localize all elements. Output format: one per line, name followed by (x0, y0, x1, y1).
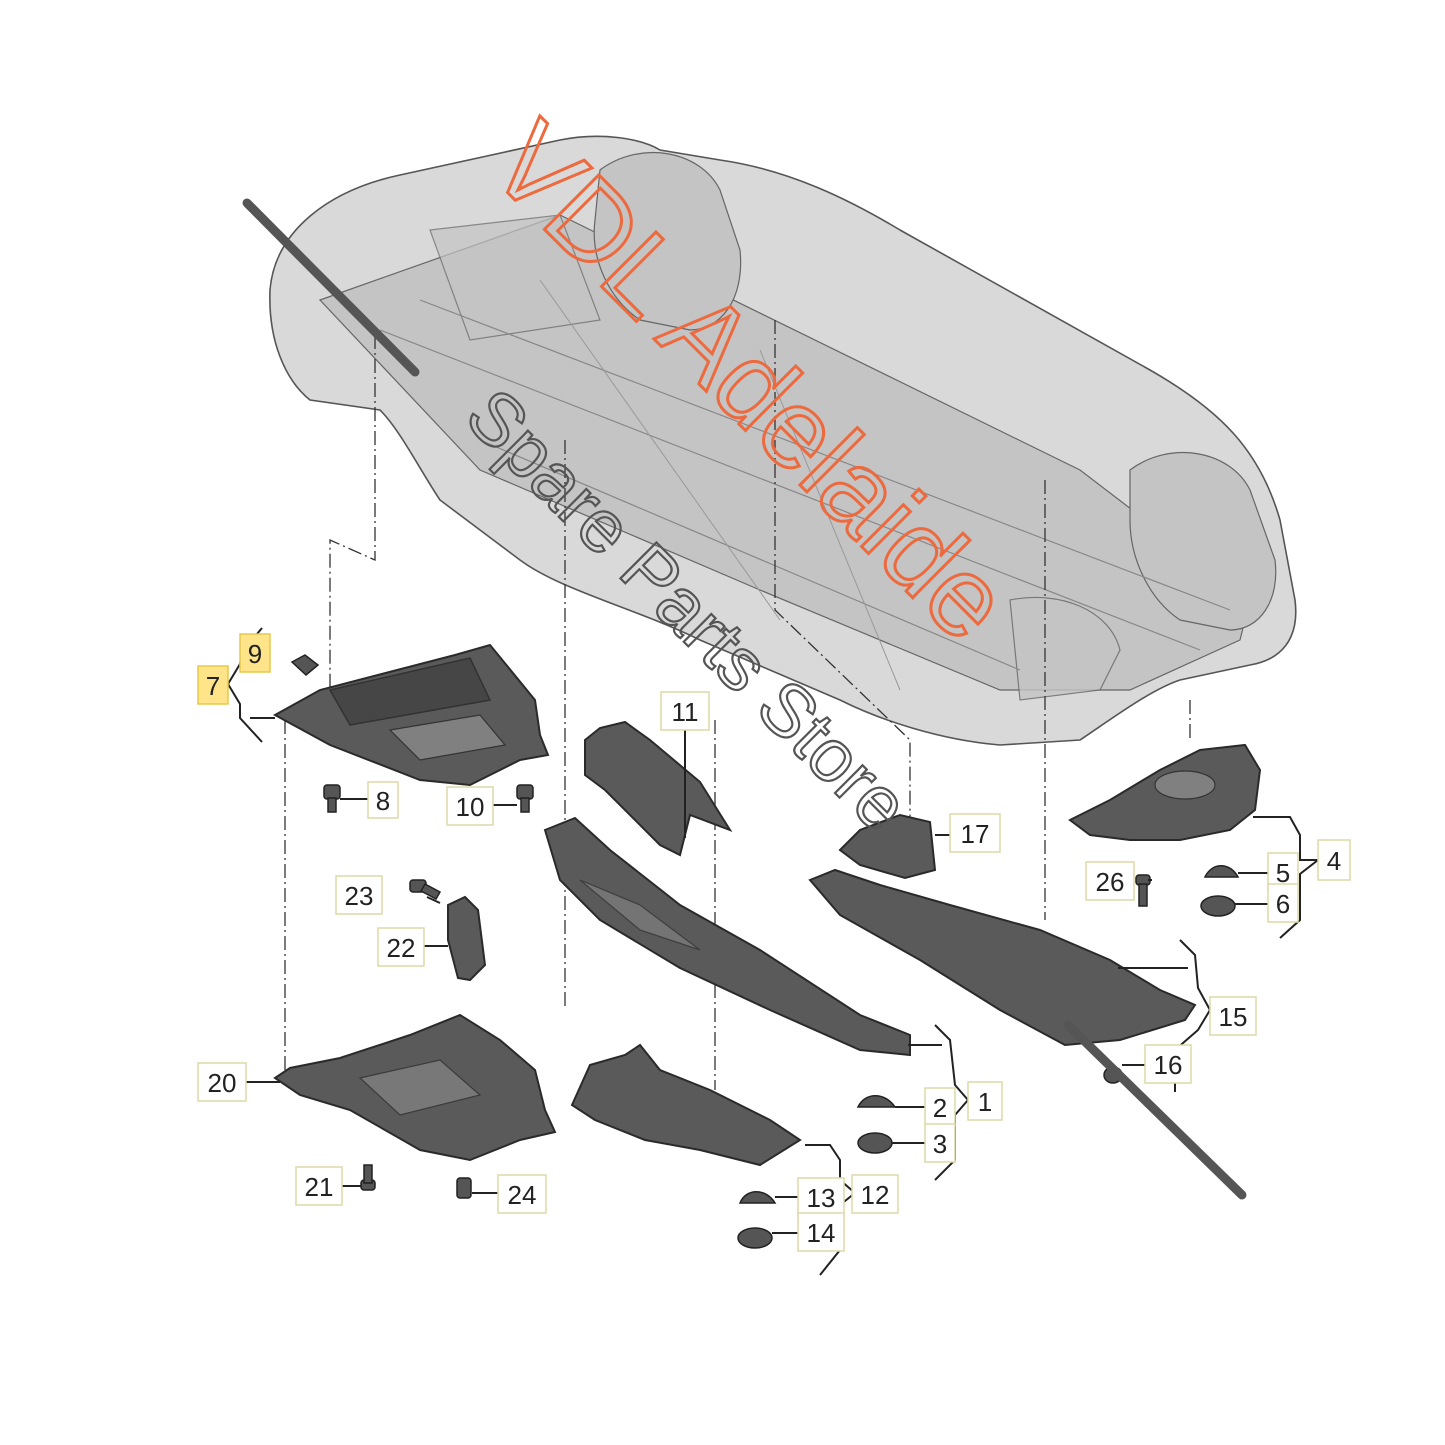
callout-10: 10 (446, 786, 494, 826)
part-clip-9 (290, 654, 320, 676)
callout-9: 9 (239, 633, 271, 673)
part-grommet-5 (1203, 865, 1240, 878)
callout-14: 14 (797, 1212, 845, 1252)
svg-text:14: 14 (807, 1218, 836, 1248)
callout-12: 12 (851, 1174, 899, 1214)
part-bracket-23 (447, 895, 487, 982)
svg-text:5: 5 (1276, 858, 1290, 888)
part-nut-3 (857, 1132, 893, 1154)
part-nut-6 (1200, 895, 1236, 917)
callout-8: 8 (367, 781, 399, 819)
part-cover-17 (838, 813, 937, 880)
svg-text:15: 15 (1219, 1002, 1248, 1032)
callout-13: 13 (797, 1177, 845, 1217)
svg-text:17: 17 (961, 819, 990, 849)
callout-11: 11 (660, 691, 710, 731)
svg-text:13: 13 (807, 1183, 836, 1213)
svg-text:6: 6 (1276, 889, 1290, 919)
svg-text:24: 24 (508, 1180, 537, 1210)
callout-17: 17 (949, 813, 1001, 853)
part-heat-shield-11 (584, 720, 733, 857)
callout-24: 23 (335, 875, 383, 915)
part-bolt-8 (323, 784, 341, 813)
callout-23: 22 (377, 927, 425, 967)
svg-text:1: 1 (978, 1087, 992, 1117)
part-grommet-13 (738, 1191, 777, 1204)
svg-text:11: 11 (672, 697, 699, 727)
part-grommet-2 (856, 1095, 897, 1108)
part-bolt-24 (409, 879, 442, 901)
callout-20: 20 (197, 1062, 247, 1102)
part-bolt-21 (360, 1164, 376, 1191)
part-rear-cover-4 (1068, 743, 1262, 841)
svg-text:8: 8 (376, 786, 390, 816)
part-floor-panel-15 (808, 868, 1197, 1047)
part-tunnel-trim-12 (570, 1043, 802, 1167)
svg-text:22: 22 (387, 933, 416, 963)
svg-text:26: 26 (1096, 867, 1125, 897)
callout-22: 24 (497, 1174, 547, 1214)
svg-text:10: 10 (456, 792, 485, 822)
car-underbody (269, 135, 1297, 746)
reference-lines (284, 320, 1191, 1090)
svg-text:16: 16 (1154, 1050, 1183, 1080)
callout-6: 6 (1267, 883, 1299, 923)
callout-2: 2 (924, 1087, 956, 1127)
callout-26: 26 (1085, 861, 1135, 901)
svg-text:23: 23 (345, 881, 374, 911)
part-bolt-26 (1135, 874, 1151, 907)
svg-text:7: 7 (206, 671, 220, 701)
part-nut-14 (737, 1227, 773, 1249)
svg-text:20: 20 (208, 1068, 237, 1098)
svg-text:21: 21 (305, 1172, 334, 1202)
svg-text:3: 3 (933, 1129, 947, 1159)
callout-15: 15 (1209, 996, 1257, 1036)
callout-1: 1 (967, 1081, 1003, 1121)
svg-text:4: 4 (1327, 846, 1341, 876)
part-bolt-22 (456, 1177, 472, 1199)
callout-21: 21 (295, 1166, 343, 1206)
part-bolt-10 (516, 784, 534, 813)
callout-7: 7 (197, 665, 229, 705)
watermark-slash-top (242, 198, 420, 377)
svg-text:9: 9 (248, 639, 262, 669)
part-engine-undertray-20 (273, 1013, 557, 1162)
watermark-slash-bottom (1063, 1020, 1247, 1200)
svg-text:12: 12 (861, 1180, 890, 1210)
part-front-underbody-guard (272, 643, 550, 787)
callout-16: 16 (1144, 1044, 1192, 1084)
svg-text:2: 2 (933, 1093, 947, 1123)
callout-4: 4 (1317, 839, 1351, 881)
callout-3: 3 (924, 1123, 956, 1163)
callout-labels: 7 9 8 10 11 17 5 4 (197, 633, 1351, 1252)
